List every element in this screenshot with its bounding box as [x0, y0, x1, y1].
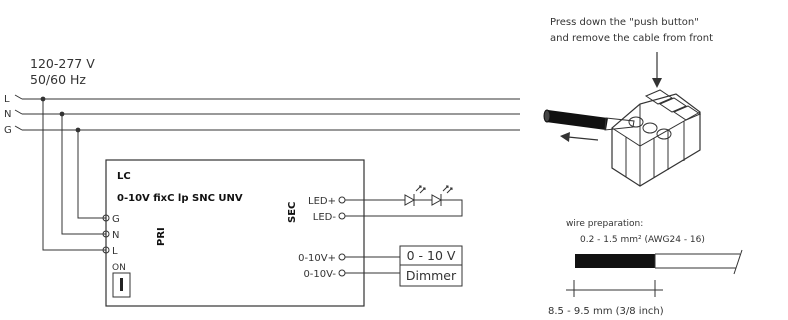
- push-arrow-icon: [652, 78, 662, 88]
- instruction-line-2: and remove the cable from front: [550, 33, 713, 44]
- terminal-out-dim-minus-label: 0-10V-: [303, 269, 336, 280]
- line-label-n: N: [4, 109, 11, 120]
- terminal-out-dim-plus-label: 0-10V+: [298, 253, 336, 264]
- dimmer-range: 0 - 10 V: [407, 248, 456, 263]
- switch-label: ON: [112, 263, 126, 273]
- terminal-out-led-plus: [338, 196, 346, 204]
- wire-prep-title: wire preparation:: [566, 219, 643, 229]
- led-1-icon: [404, 194, 416, 206]
- driver-box: [105, 159, 365, 307]
- dimmer-label: Dimmer: [406, 268, 457, 283]
- dip-switch[interactable]: [112, 272, 131, 298]
- driver-sec-label: SEC: [287, 202, 298, 223]
- terminal-block-illustration: [543, 52, 702, 187]
- terminal-in-g: [102, 214, 110, 222]
- terminal-out-led-plus-label: LED+: [308, 196, 336, 207]
- terminal-out-dim-minus: [338, 269, 346, 277]
- supply-lines: [14, 94, 520, 131]
- led-string: [345, 185, 463, 217]
- terminal-out-led-minus: [338, 212, 346, 220]
- led-2-icon: [431, 194, 443, 206]
- terminal-in-n: [102, 230, 110, 238]
- driver-pri-label: PRI: [156, 227, 167, 246]
- terminal-out-led-minus-label: LED-: [313, 212, 337, 223]
- terminal-in-n-label: N: [112, 230, 119, 241]
- terminal-out-dim-plus: [338, 253, 346, 261]
- terminal-in-l: [102, 246, 110, 254]
- wire-illustration: [566, 249, 743, 297]
- wire-cross-section: 0.2 - 1.5 mm² (AWG24 - 16): [580, 235, 705, 245]
- supply-frequency: 50/60 Hz: [30, 72, 86, 87]
- line-label-l: L: [4, 94, 10, 105]
- supply-voltage: 120-277 V: [30, 56, 95, 71]
- driver-model: 0-10V fixC lp SNC UNV: [117, 193, 243, 204]
- line-label-g: G: [4, 125, 12, 136]
- dip-switch-lever: [120, 278, 123, 291]
- terminal-in-l-label: L: [112, 246, 118, 257]
- driver-brand: LC: [117, 171, 131, 182]
- terminal-in-g-label: G: [112, 214, 120, 225]
- dimmer-box: [399, 245, 463, 287]
- drop-wires: [42, 99, 106, 251]
- instruction-line-1: Press down the "push button": [550, 17, 699, 28]
- wire-strip-length: 8.5 - 9.5 mm (3/8 inch): [548, 306, 664, 317]
- pull-arrow-icon: [560, 132, 570, 142]
